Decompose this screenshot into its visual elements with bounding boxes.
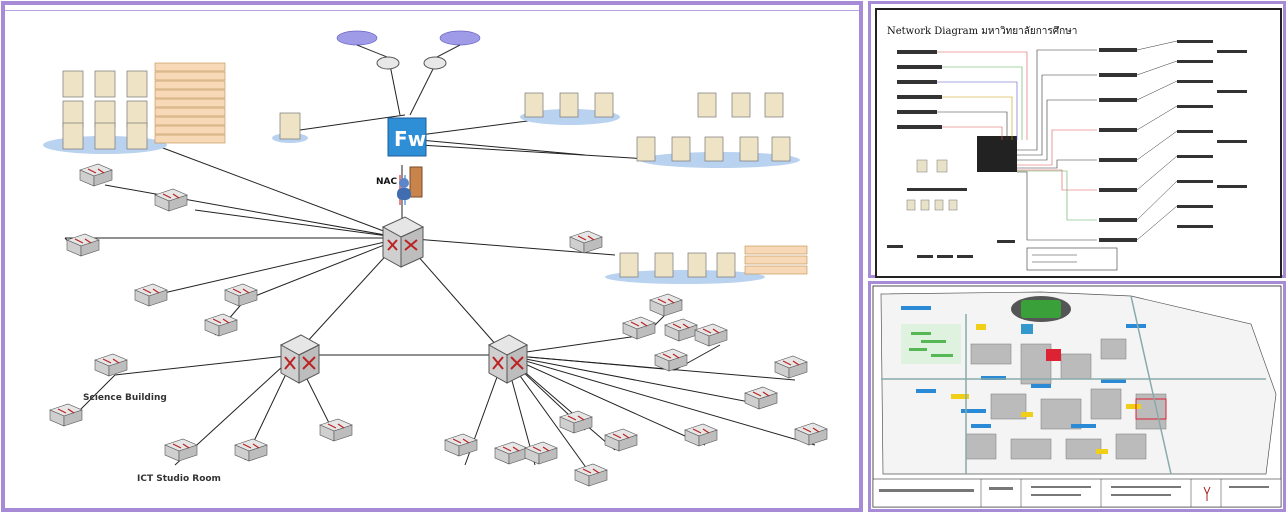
internet-cloud-icon [439, 30, 481, 46]
server-icon [594, 92, 614, 118]
firewall-icon: Fw [387, 117, 427, 157]
management-server [272, 112, 308, 143]
server-group-lower-right [605, 245, 808, 284]
stadium-icon [1011, 296, 1071, 322]
access-switch-icon [164, 438, 198, 462]
access-switch-icon [444, 433, 478, 457]
network-diagram-frame: Network Diagram มหาวิทยาลัยการศึกษา [875, 8, 1282, 278]
access-switch-icon [744, 386, 778, 410]
access-switch-icon [49, 403, 83, 427]
core-switch-icon [977, 136, 1017, 172]
access-switch-icon [794, 422, 828, 446]
server-icon [62, 70, 84, 98]
server-icon [126, 122, 148, 150]
access-switch-icon [234, 438, 268, 462]
access-switch-icon [524, 441, 558, 465]
server-icon [716, 252, 736, 278]
access-switch-icon [684, 423, 718, 447]
server-icon [731, 92, 751, 118]
campus-map-thumbnail [868, 281, 1286, 512]
access-switch-icon [774, 355, 808, 379]
server-icon [636, 136, 656, 162]
access-switch-icon [94, 353, 128, 377]
server-icon [62, 122, 84, 150]
server-icon [739, 136, 759, 162]
internet-cloud-icon [336, 30, 378, 46]
nac-user-icon [397, 166, 423, 200]
top-frame-line [5, 5, 859, 11]
server-icon [771, 136, 791, 162]
access-switch-icon [224, 283, 258, 307]
access-switch-icon [204, 313, 238, 337]
network-topology-drawing: Fw [43, 30, 828, 487]
access-switch-icon [574, 463, 608, 487]
server-icon [764, 92, 784, 118]
nac-label: NAC [376, 177, 398, 187]
access-switch-icon [569, 230, 603, 254]
core-switch-icon [381, 216, 425, 268]
access-switch-icon [494, 441, 528, 465]
router-icon [376, 56, 400, 70]
server-icon [279, 112, 301, 140]
access-switch-icon [664, 318, 698, 342]
campus-map-drawing [872, 285, 1282, 508]
server-icon [704, 136, 724, 162]
server-icon [697, 92, 717, 118]
server-group-left [43, 62, 226, 154]
server-icon [559, 92, 579, 118]
server-icon [126, 70, 148, 98]
server-icon [687, 252, 707, 278]
server-icon [671, 136, 691, 162]
distribution-switch-left [279, 334, 321, 384]
access-switch-icon [134, 283, 168, 307]
server-icon [94, 70, 116, 98]
access-switches [49, 163, 828, 487]
server-group-center-right [520, 92, 620, 125]
server-icon [524, 92, 544, 118]
access-point-icon [1203, 486, 1211, 501]
access-switch-icon [559, 410, 593, 434]
network-diagram-drawing [887, 40, 1247, 271]
main-network-diagram-panel: Fw [1, 1, 863, 512]
access-switch-icon [649, 293, 683, 317]
server-group-right [636, 92, 800, 168]
access-switch-icon [79, 163, 113, 187]
router-icon [423, 56, 447, 70]
access-switch-icon [154, 188, 188, 212]
ict-studio-room-label: ICT Studio Room [137, 474, 221, 484]
server-icon [619, 252, 639, 278]
internet-clouds [336, 30, 481, 70]
server-icon [94, 122, 116, 150]
access-switch-icon [654, 348, 688, 372]
access-switch-icon [622, 316, 656, 340]
access-switch-icon [66, 233, 100, 257]
access-switch-icon [604, 428, 638, 452]
network-diagram-thumbnail: Network Diagram มหาวิทยาลัยการศึกษา [868, 1, 1286, 278]
access-switch-icon [694, 323, 728, 347]
distribution-switch-right [487, 334, 529, 384]
server-icon [654, 252, 674, 278]
access-switch-icon [319, 418, 353, 442]
science-building-label: Science Building [83, 393, 167, 403]
network-diagram-title: Network Diagram มหาวิทยาลัยการศึกษา [887, 26, 1078, 37]
firewall-label: Fw [394, 127, 426, 151]
